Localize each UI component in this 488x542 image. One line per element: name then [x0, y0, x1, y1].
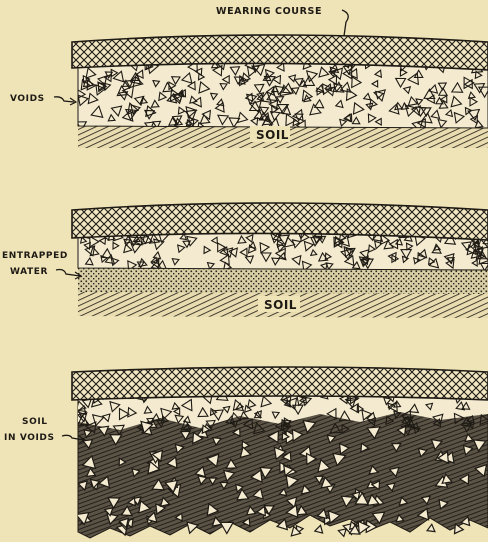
aggregate-stone: [220, 522, 233, 533]
soil-label: SOIL: [256, 128, 289, 142]
wearing-course-label: WEARING COURSE: [216, 6, 322, 17]
panel-top: SOIL WEARING COURSE VOIDS: [10, 6, 488, 148]
wearing-course-layer: [72, 367, 488, 400]
aggregate-stone: [315, 525, 323, 533]
aggregate-stone: [427, 524, 435, 531]
entrapped-label-line2: WATER: [10, 267, 48, 277]
panel-bottom: SOIL IN VOIDS: [4, 367, 488, 538]
panel-middle: SOIL ENTRAPPED WATER: [2, 203, 488, 318]
soil-in-voids-label-line1: SOIL: [22, 417, 48, 427]
soil-label: SOIL: [264, 298, 297, 312]
aggregate-stone: [338, 529, 346, 537]
voids-leader: [54, 97, 74, 102]
wearing-course-leader: [342, 10, 348, 36]
voids-label: VOIDS: [10, 94, 45, 104]
soil-in-voids-label-line2: IN VOIDS: [4, 433, 55, 443]
entrapped-water-layer: [78, 266, 488, 294]
entrapped-label-line1: ENTRAPPED: [2, 251, 68, 261]
